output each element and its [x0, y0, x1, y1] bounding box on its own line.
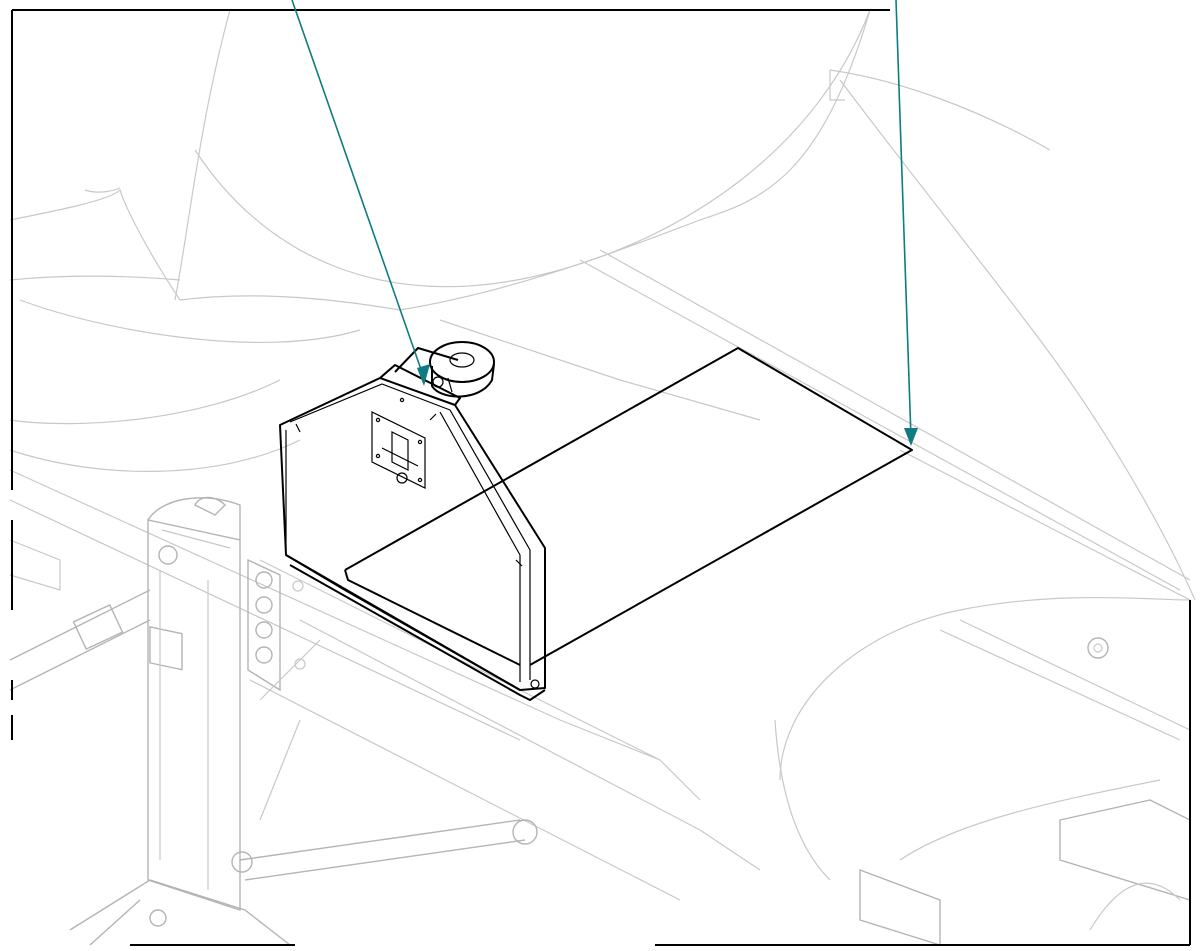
callout-leaders: [291, 0, 918, 446]
drawing-frame: [11, 9, 1191, 946]
callout-fill-cap-line: [291, 0, 425, 379]
callout-tank-plate-arrowhead: [904, 428, 918, 446]
callout-tank-plate-line: [895, 0, 912, 439]
mounting-bracket: [344, 347, 913, 666]
background-machinery: [9, 9, 1196, 946]
reservoir-tank: [279, 347, 913, 701]
callout-fill-cap-arrowhead: [417, 364, 430, 386]
latch-plate: [371, 411, 426, 489]
fill-cap: [394, 341, 495, 398]
